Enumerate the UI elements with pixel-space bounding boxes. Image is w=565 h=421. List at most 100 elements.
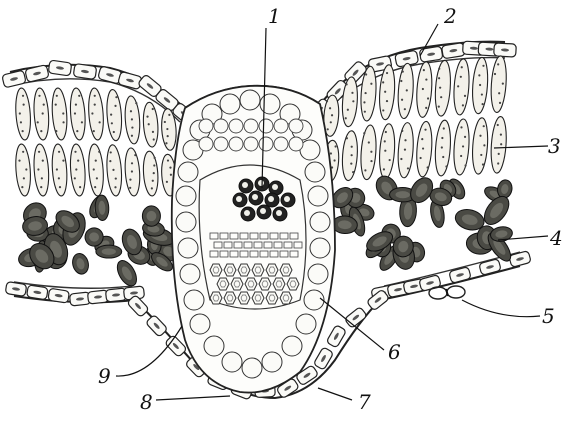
chloroplast	[389, 159, 391, 161]
phloem-cell	[224, 264, 236, 276]
parenchyma-cell	[220, 94, 240, 114]
palisade-cell	[105, 89, 123, 141]
chloroplast	[59, 186, 61, 188]
chloroplast	[330, 152, 332, 154]
chloroplast	[110, 113, 112, 115]
palisade-cell	[471, 117, 489, 174]
chloroplast	[74, 112, 76, 114]
chloroplast	[427, 166, 429, 168]
chloroplast	[146, 115, 148, 117]
chloroplast	[131, 118, 133, 120]
chloroplast	[384, 150, 386, 152]
chloroplast	[497, 124, 499, 126]
phloem-cell	[210, 264, 222, 276]
phloem-cell	[273, 278, 285, 290]
xylem-lumen	[284, 196, 290, 202]
chloroplast	[331, 114, 333, 116]
chloroplast	[478, 74, 480, 76]
chloroplast	[42, 112, 44, 114]
chloroplast	[74, 151, 76, 153]
chloroplast	[421, 138, 423, 140]
parenchyma-cell	[229, 119, 243, 133]
chloroplast	[419, 157, 421, 159]
chloroplast	[498, 153, 500, 155]
chloroplast	[464, 164, 466, 166]
chloroplast	[364, 169, 366, 171]
chloroplast	[462, 104, 464, 106]
chloroplast	[386, 72, 388, 74]
xylem-lumen	[236, 196, 242, 202]
chloroplast	[115, 96, 117, 98]
chloroplast	[134, 154, 136, 156]
chloroplast	[460, 126, 462, 128]
phloem-cell	[210, 292, 222, 304]
chloroplast	[38, 151, 40, 153]
chloroplast	[347, 109, 349, 111]
chloroplast	[56, 168, 58, 170]
chloroplast	[422, 147, 424, 149]
chloroplast	[95, 160, 97, 162]
chloroplast	[55, 104, 57, 106]
chloroplast	[499, 102, 501, 104]
label-9: 9	[98, 366, 111, 386]
chloroplast	[482, 65, 484, 67]
phloem-cell	[238, 264, 250, 276]
xylem-lumen	[260, 208, 266, 214]
chloroplast	[370, 151, 372, 153]
parenchyma-cell	[199, 119, 213, 133]
leader-line-5	[462, 300, 540, 317]
chloroplast	[79, 186, 81, 188]
chloroplast	[480, 154, 482, 156]
chloroplast	[153, 138, 155, 140]
chloroplast	[22, 151, 24, 153]
chloroplast	[152, 131, 154, 133]
parenchyma-cell	[180, 264, 200, 284]
parenchyma-cell	[305, 162, 325, 182]
chloroplast	[351, 92, 353, 94]
chloroplast	[422, 88, 424, 90]
chloroplast	[498, 92, 500, 94]
parenchyma-cell	[259, 119, 273, 133]
chloroplast	[40, 130, 42, 132]
parenchyma-cell	[242, 358, 262, 378]
chloroplast	[385, 131, 387, 133]
chloroplast	[151, 187, 153, 189]
chloroplast	[166, 181, 168, 183]
chloroplast	[364, 92, 366, 94]
chloroplast	[479, 135, 481, 137]
parenchyma-cell	[204, 336, 224, 356]
chloroplast	[22, 95, 24, 97]
chloroplast	[384, 91, 386, 93]
chloroplast	[94, 95, 96, 97]
chloroplast	[363, 132, 365, 134]
parenchyma-cell	[178, 238, 198, 258]
parenchyma-cell	[222, 352, 242, 372]
phloem-cell	[280, 292, 292, 304]
xylem-lumen	[272, 184, 278, 190]
chloroplast	[94, 186, 96, 188]
chloroplast	[483, 144, 485, 146]
chloroplast	[42, 160, 44, 162]
phloem-cell	[280, 264, 292, 276]
chloroplast	[400, 158, 402, 160]
xylem-lumen	[276, 210, 282, 216]
palisade-mesophyll-left	[14, 88, 177, 197]
chloroplast	[129, 187, 131, 189]
label-5: 5	[542, 306, 555, 326]
chloroplast	[131, 170, 133, 172]
chloroplast	[457, 85, 459, 87]
chloroplast	[167, 135, 169, 137]
parenchyma-cell	[214, 137, 228, 151]
chloroplast	[404, 108, 406, 110]
parenchyma-cell	[289, 119, 303, 133]
chloroplast	[482, 163, 484, 165]
xylem-lumen	[268, 196, 274, 202]
chloroplast	[441, 137, 443, 139]
parenchyma-cell	[244, 119, 258, 133]
chloroplast	[406, 89, 408, 91]
palisade-cell	[51, 88, 69, 141]
chloroplast	[425, 107, 427, 109]
chloroplast	[99, 121, 101, 123]
chloroplast	[382, 109, 384, 111]
chloroplast	[481, 93, 483, 95]
